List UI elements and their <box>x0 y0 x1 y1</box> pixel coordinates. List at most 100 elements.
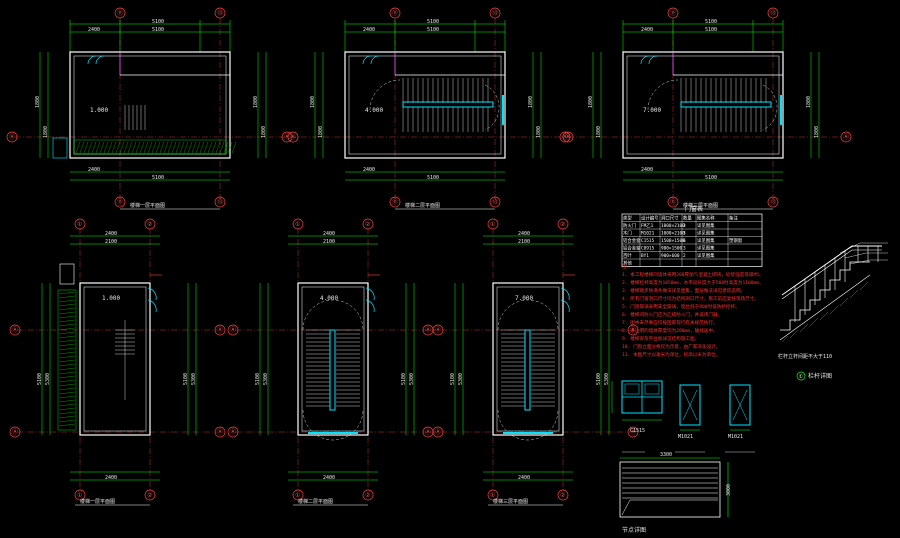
axis-label-top: ⑪ <box>392 9 398 17</box>
axis-bubble-left <box>281 131 293 143</box>
notes-heading: 注: <box>622 263 629 270</box>
axis-bubble-bottom <box>144 489 156 501</box>
schedule-header-cell: 数量 <box>683 215 692 222</box>
railing-leaders <box>839 242 888 265</box>
dim-side-left-2: 1800 <box>596 126 602 138</box>
axis-label-bottom: ② <box>560 492 565 499</box>
window-elevation-c1515: C1515 <box>611 380 663 434</box>
note-line: 2. 楼梯栏杆高度为1050mm，水平段长度大于500时高度为1100mm。 <box>622 279 764 286</box>
schedule-cell: 6 <box>683 238 686 244</box>
dim-top-outer: 5100 <box>427 19 439 25</box>
room-level-label: 4.000 <box>365 107 383 114</box>
axis-label-left: Ⓐ <box>230 428 236 436</box>
axis-bubble-left <box>9 324 21 336</box>
railing-hatch <box>781 281 869 343</box>
balusters <box>794 246 879 322</box>
axis-bubble-right <box>840 131 852 143</box>
axis-bubble-top <box>74 218 86 230</box>
plan-outer-wall <box>622 51 784 159</box>
axis-bubble-left <box>227 426 239 438</box>
axis-bubble-bottom <box>767 196 779 208</box>
axis-label-bottom: ⑪ <box>670 198 676 206</box>
dim-side-right-2: 1800 <box>536 126 542 138</box>
axis-bubble-bottom <box>214 196 226 208</box>
dim-top-outer: 5100 <box>705 19 717 25</box>
plan-outer-wall <box>69 51 231 159</box>
axis-label-left: Ⓐ <box>562 133 568 141</box>
plan-outer-wall <box>344 51 506 159</box>
dim-top-inner: 2100 <box>518 239 530 245</box>
dim-side-left-2: 5300 <box>263 373 269 385</box>
axis-label-top: ⑬ <box>217 9 223 17</box>
plan-caption: 楼梯二层平面图 <box>298 498 333 505</box>
axis-bubble-bottom <box>667 196 679 208</box>
axis-bubble-right <box>214 426 226 438</box>
ground-hatch <box>57 289 77 431</box>
axis-label-left: Ⓐ <box>12 326 18 334</box>
design-notes: 注: 1. 本工程楼梯间墙体采用200厚加气混凝土砌块，砂浆强度等级M5。2. … <box>622 263 764 358</box>
door-elevation-2: M1021 <box>728 384 751 440</box>
railing-detail-marker <box>796 371 806 381</box>
axis-bubble-left <box>559 131 571 143</box>
axis-label-bottom: ⑪ <box>117 198 123 206</box>
schedule-cell: 详见图集 <box>697 237 715 244</box>
dim-side-left-2: 1800 <box>43 126 49 138</box>
axis-bubble-left <box>227 324 239 336</box>
dim-bottom-left: 2400 <box>641 167 653 173</box>
dim-side-left: 5100 <box>255 373 261 385</box>
schedule-cell: 详见图集 <box>697 230 715 237</box>
dim-top-overall: 5100 <box>705 27 717 33</box>
axis-label-left: Ⓐ <box>9 133 15 141</box>
dim-top-outer: 5100 <box>152 19 164 25</box>
plan-caption: 楼梯三层平面图 <box>683 202 718 209</box>
axis-bubble-bottom <box>487 489 499 501</box>
schedule-cell: 3 <box>683 231 686 237</box>
dim-top-overall: 5100 <box>427 27 439 33</box>
schedule-cell: 铝合金窗 <box>623 237 641 244</box>
dim-bottom: 2400 <box>323 475 335 481</box>
door-swing <box>362 55 380 65</box>
railing-detail-number: ① <box>799 374 804 380</box>
schedule-header-cell: 洞口尺寸 <box>661 215 679 222</box>
note-line: 9. 楼梯梁及平台板详见结构施工图。 <box>622 335 699 342</box>
axis-label-bottom: ② <box>147 492 152 499</box>
section-dim-right: 3000 <box>726 484 732 496</box>
axis-label-right: Ⓐ <box>217 326 223 334</box>
schedule-header-cell: 类型 <box>623 215 632 222</box>
dim-side-right-2: 1800 <box>261 126 267 138</box>
axis-label-bottom: ① <box>295 492 300 499</box>
axis-bubble-top <box>489 7 501 19</box>
axis-bubble-right <box>627 426 639 438</box>
axis-label-bottom: ① <box>77 492 82 499</box>
dim-top-overall: 5100 <box>152 27 164 33</box>
axis-label-bottom: ⑬ <box>770 198 776 206</box>
axis-bubble-bottom <box>489 196 501 208</box>
axis-bubble-left <box>422 426 434 438</box>
axis-bubble-bottom <box>362 489 374 501</box>
plan-caption: 楼梯一层平面图 <box>80 498 115 505</box>
section-detail: 3300 3000 节点详图 <box>619 452 732 534</box>
stair-handrail <box>329 329 336 411</box>
schedule-header-cell: 备注 <box>729 215 738 222</box>
schedule-cell: C0915 <box>641 246 655 252</box>
stair-handrail <box>680 101 772 108</box>
axis-bubble-left <box>6 131 18 143</box>
axis-label-top: ⑪ <box>117 9 123 17</box>
schedule-cell: BY1 <box>641 253 649 259</box>
schedule-title: 门窗表 <box>685 205 703 213</box>
door-swing <box>147 287 157 313</box>
axis-bubble-bottom <box>292 489 304 501</box>
schedule-cell: M1021 <box>641 231 655 237</box>
plan-outer-wall <box>297 282 369 436</box>
schedule-cell: 木门 <box>623 230 632 237</box>
dim-side-right-2: 5300 <box>409 373 415 385</box>
dim-side-left-2: 5300 <box>45 373 51 385</box>
schedule-cell: 900×600 <box>661 253 680 259</box>
